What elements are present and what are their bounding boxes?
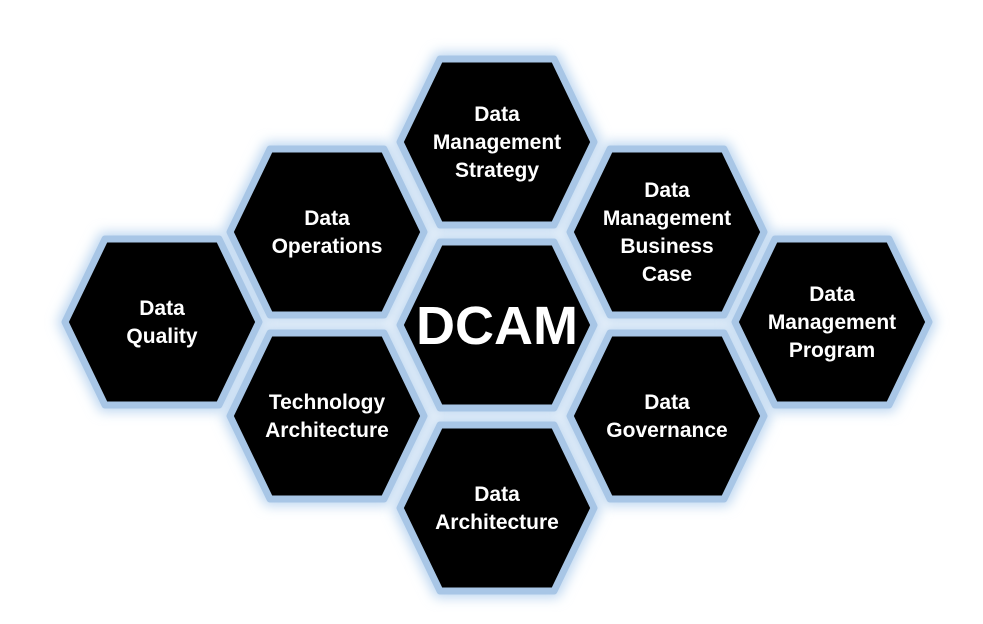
hexagon-label-line: Architecture	[265, 419, 389, 442]
hexagon-label-line: Quality	[126, 325, 198, 348]
hexagon-label-line: Data	[139, 297, 185, 320]
hexagon-label-line: Architecture	[435, 511, 559, 534]
hexagon-label-line: DCAM	[416, 296, 578, 356]
hexagon-label-line: Data	[644, 391, 690, 414]
hexagon-label-line: Data	[474, 483, 520, 506]
hexagon-label-line: Strategy	[455, 159, 539, 182]
hexagon-label-line: Data	[474, 103, 520, 126]
hexagon-label-line: Data	[304, 207, 350, 230]
hexagon-dcam: DCAM	[396, 238, 598, 412]
hexagon-shape	[396, 55, 598, 229]
hexagon-shape	[396, 421, 598, 595]
hexagon-label-line: Technology	[269, 391, 386, 414]
hexagon-label-line: Operations	[272, 235, 383, 258]
hexagon-label-line: Data	[809, 283, 855, 306]
hexagon-label-line: Governance	[606, 419, 727, 442]
hexagon-shape	[396, 238, 598, 412]
hexagon-shape	[731, 235, 933, 409]
hexagon-label-line: Program	[789, 339, 875, 362]
hexagon-label-line: Management	[433, 131, 561, 154]
hexagon-shape	[226, 329, 428, 503]
hexagon-shape	[566, 329, 768, 503]
hexagon-label-line: Management	[768, 311, 896, 334]
hexagon-label-line: Case	[642, 263, 692, 286]
hexagon-shape	[226, 145, 428, 319]
hexagon-label-line: Management	[603, 207, 731, 230]
hexagon-shape	[61, 235, 263, 409]
hexagon-label-line: Business	[620, 235, 713, 258]
hexagon-shape	[566, 145, 768, 319]
hexagon-label-line: Data	[644, 179, 690, 202]
